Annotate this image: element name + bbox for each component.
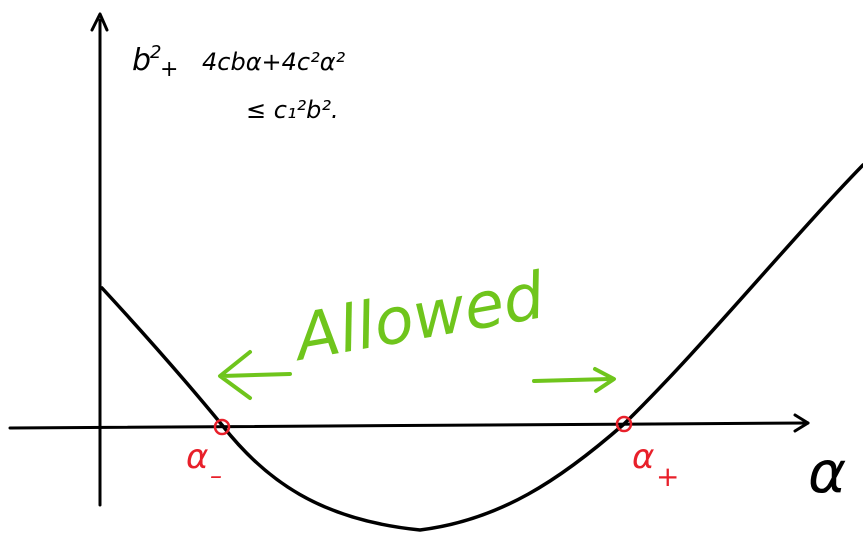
x-axis — [8, 413, 810, 433]
y-axis — [90, 12, 109, 507]
allowed-label: Allowed — [286, 259, 550, 376]
x-axis-label: α — [808, 438, 846, 506]
left-arrow — [218, 350, 292, 400]
inequality-plus: + — [160, 57, 178, 82]
inequality-b: b — [132, 43, 151, 78]
inequality-line1: 4cbα+4c²α² — [202, 48, 346, 76]
root-marker-left — [213, 418, 231, 436]
root-label-left: α – — [186, 437, 222, 490]
root-marker-right — [615, 415, 633, 433]
root-right-subscript: + — [656, 460, 679, 493]
allowed-annotation: Allowed — [218, 259, 616, 400]
root-label-right: α + — [632, 437, 679, 493]
inequality-line2: ≤ c₁²b². — [246, 96, 339, 124]
inequality: b 2 + 4cbα+4c²α² ≤ c₁²b². — [132, 42, 346, 124]
root-left-symbol: α — [186, 437, 208, 477]
right-arrow — [532, 367, 616, 393]
inequality-exp: 2 — [150, 42, 161, 63]
root-right-symbol: α — [632, 437, 654, 477]
parabola-curve — [100, 163, 863, 532]
root-left-subscript: – — [210, 462, 222, 490]
